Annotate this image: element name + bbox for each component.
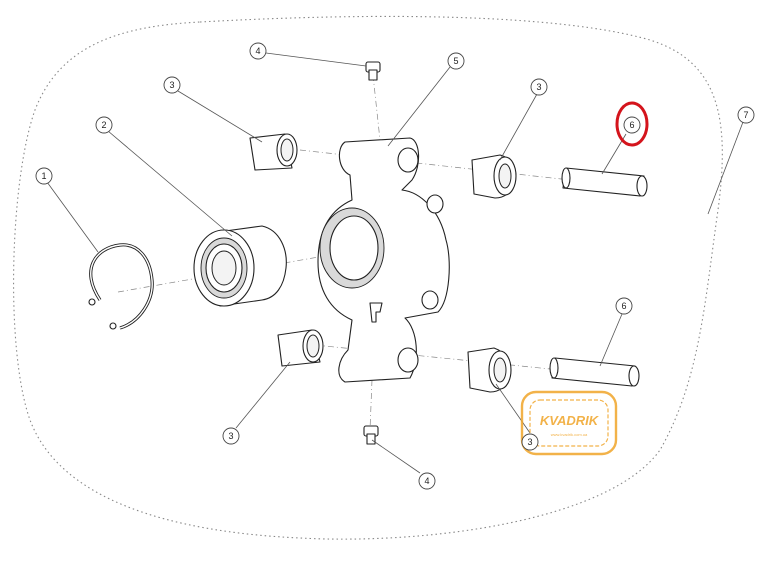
bushing-upper-left: [249, 133, 298, 171]
callout-4a-label: 4: [255, 46, 260, 56]
callout-3d-label: 3: [527, 437, 532, 447]
callout-4b-label: 4: [424, 476, 429, 486]
leader-6b: [599, 313, 623, 367]
leader-3c: [235, 361, 291, 429]
wheel-bearing: [193, 225, 287, 307]
axis-lower-nipple: [369, 379, 373, 431]
bushing-lower-right: [467, 347, 512, 393]
callout-6a-label: 6: [629, 120, 634, 130]
leader-7: [707, 121, 744, 215]
callout-3-lower-right: 3: [521, 433, 539, 451]
grease-nipple-lower: [363, 425, 379, 445]
leader-3d: [495, 383, 531, 434]
axis-upper-pin: [299, 149, 571, 181]
callout-2: 2: [95, 116, 113, 134]
callout-7-label: 7: [743, 110, 748, 120]
callout-5: 5: [447, 52, 465, 70]
snap-ring: [88, 243, 154, 330]
leader-4b: [371, 439, 421, 474]
highlight-ring: [615, 101, 649, 147]
callout-3b-label: 3: [536, 82, 541, 92]
knuckle-housing: [317, 137, 450, 383]
callout-3-upper-right: 3: [530, 78, 548, 96]
leader-2: [107, 130, 233, 237]
callout-6-lower: 6: [615, 297, 633, 315]
callout-1-label: 1: [41, 171, 46, 181]
callout-3c-label: 3: [228, 431, 233, 441]
callout-3-lower-left: 3: [222, 427, 240, 445]
callout-7: 7: [737, 106, 755, 124]
pin-lower: [549, 357, 640, 387]
leader-4a: [265, 52, 367, 67]
kvadrik-watermark: KVADRIK www.kvadrik.com.ua: [520, 390, 618, 456]
watermark-subtext: www.kvadrik.com.ua: [551, 432, 588, 437]
leader-3b: [499, 93, 538, 161]
bushing-lower-left: [277, 329, 324, 367]
callout-3a-label: 3: [169, 80, 174, 90]
callout-3-upper-left: 3: [163, 76, 181, 94]
callout-4-upper: 4: [249, 42, 267, 60]
watermark-logo-text: KVADRIK: [540, 413, 600, 428]
callout-6-upper: 6: [615, 101, 649, 147]
callout-6b-label: 6: [621, 301, 626, 311]
assembly-envelope: [13, 15, 723, 540]
bushing-upper-right: [471, 154, 517, 199]
callout-1: 1: [35, 167, 53, 185]
leader-1: [46, 181, 99, 253]
callout-5-label: 5: [453, 56, 458, 66]
leader-3a: [177, 90, 263, 143]
axis-upper-nipple: [372, 74, 381, 141]
pin-upper: [561, 167, 648, 197]
callout-2-label: 2: [101, 120, 106, 130]
callout-4-lower: 4: [418, 472, 436, 490]
leader-5: [387, 66, 451, 147]
grease-nipple-upper: [365, 61, 381, 81]
